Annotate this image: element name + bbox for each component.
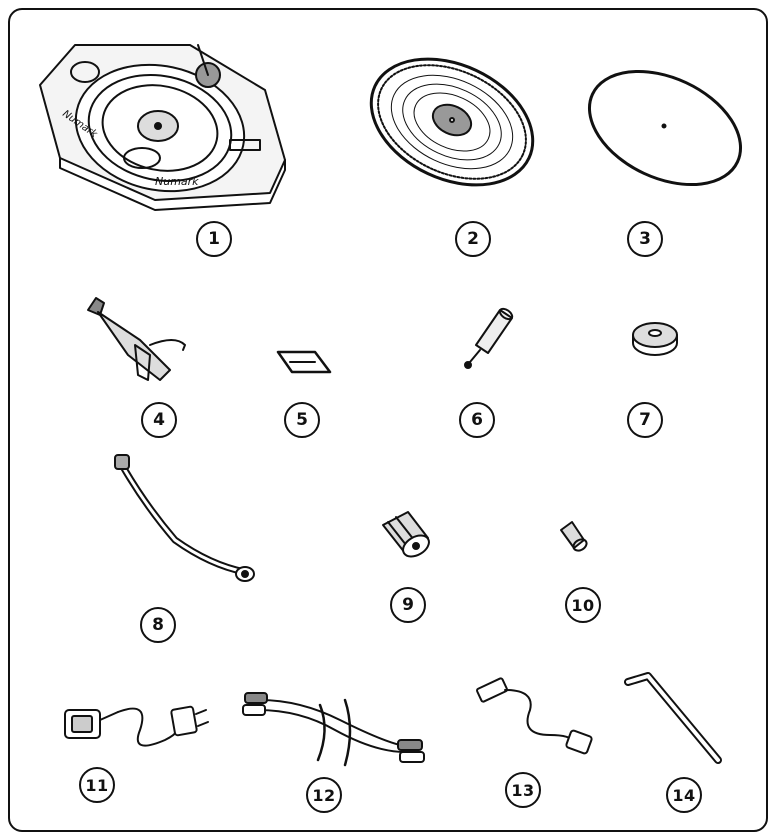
item-number-8: 8: [140, 607, 176, 643]
rca-cable-icon: [243, 693, 424, 765]
item-number-2: 2: [455, 221, 491, 257]
item-number-12: 12: [306, 777, 342, 813]
weight-knob-icon: [561, 522, 589, 553]
item-number-5: 5: [284, 402, 320, 438]
headshell-icon: [88, 298, 185, 380]
item-number-13: 13: [505, 772, 541, 808]
spindle-adapter-icon: [633, 323, 677, 355]
hex-key-icon: [628, 676, 718, 760]
item-number-6: 6: [459, 402, 495, 438]
power-cable-icon: [65, 706, 208, 745]
turntable-icon: Numark Numark: [40, 45, 285, 210]
tone-arm-tube-icon: [115, 455, 254, 581]
item-number-7: 7: [627, 402, 663, 438]
item-number-1: 1: [196, 221, 232, 257]
usb-cable-icon: [476, 678, 592, 754]
item-number-9: 9: [390, 587, 426, 623]
counterweight-icon: [383, 512, 433, 561]
platter-icon: [351, 34, 553, 209]
item-number-3: 3: [627, 221, 663, 257]
item-number-4: 4: [141, 402, 177, 438]
turntable-logo: Numark: [155, 175, 199, 188]
cartridge-stylus-icon: [465, 307, 514, 368]
item-number-14: 14: [666, 777, 702, 813]
item-number-11: 11: [79, 767, 115, 803]
slipmat-pad-icon: [278, 352, 330, 372]
drive-belt-icon: [571, 49, 758, 207]
item-number-10: 10: [565, 587, 601, 623]
